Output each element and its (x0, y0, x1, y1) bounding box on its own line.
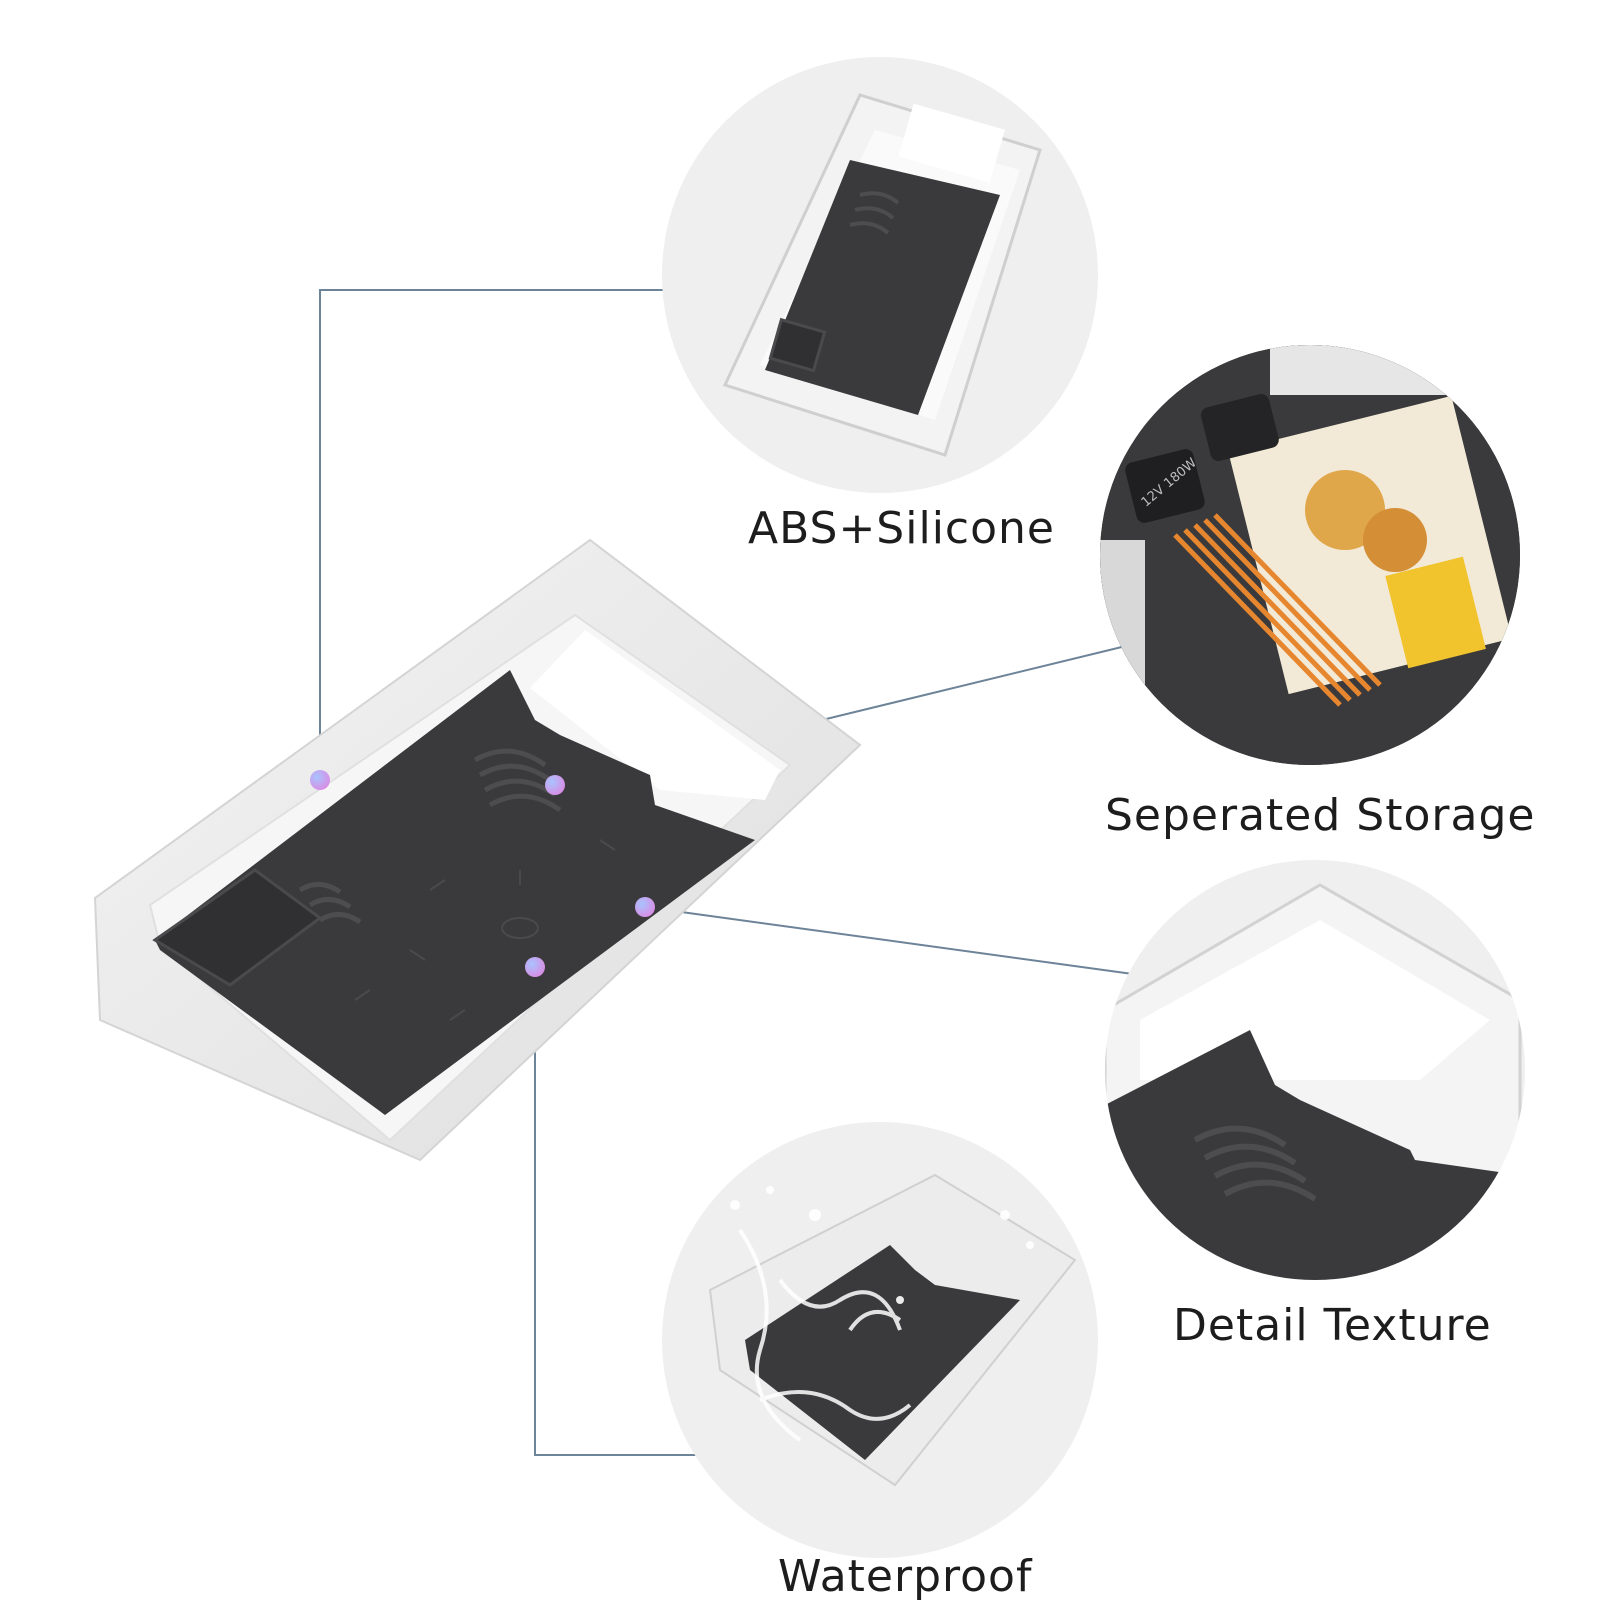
feature-label-abs-silicone: ABS+Silicone (748, 503, 1055, 554)
feature-label-separated-storage: Seperated Storage (1105, 790, 1536, 841)
callout-line-waterproof (534, 967, 735, 1456)
silicone-mat (155, 670, 755, 1115)
water-splash (738, 1228, 912, 1442)
callout-dot-waterproof[interactable] (525, 957, 545, 977)
callout-dot-abs[interactable] (310, 770, 330, 790)
inset-waterproof (662, 1122, 1098, 1558)
callout-line-texture (644, 906, 1141, 976)
mat-texture-marks (354, 839, 616, 1021)
feature-label-detail-texture: Detail Texture (1173, 1300, 1492, 1351)
inset-detail-texture (1105, 860, 1525, 1280)
callout-dots (310, 770, 655, 977)
callout-dot-storage[interactable] (545, 775, 565, 795)
callout-dot-texture[interactable] (635, 897, 655, 917)
inset-separated-storage: 12V 180W (1100, 345, 1520, 765)
callout-line-abs (319, 289, 680, 780)
tray-opening (530, 630, 780, 800)
main-tray (93, 538, 862, 1162)
feature-label-waterproof: Waterproof (778, 1551, 1033, 1602)
inset-abs-silicone (662, 57, 1098, 493)
socket-12v (1125, 449, 1205, 523)
